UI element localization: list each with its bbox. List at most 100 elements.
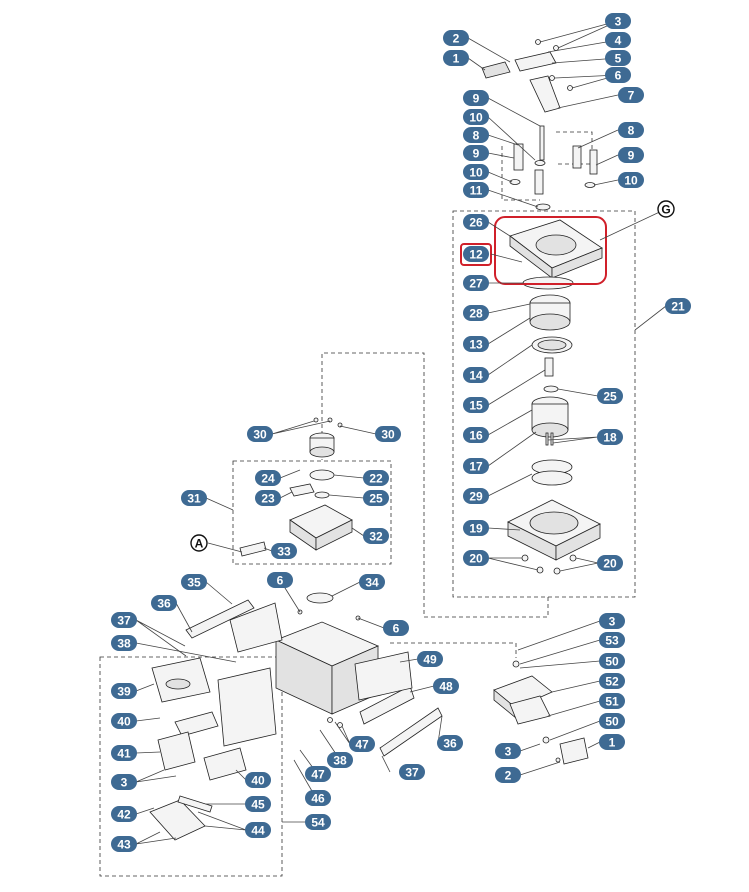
part-label: 53: [599, 632, 625, 648]
part-bearing-28-bottom: [529, 313, 571, 331]
svg-text:36: 36: [443, 737, 457, 751]
part-washer: [509, 179, 521, 185]
part-cover-39-hole: [165, 678, 191, 690]
part-label: 24: [255, 470, 281, 486]
svg-text:3: 3: [615, 15, 622, 29]
svg-text:50: 50: [605, 655, 619, 669]
svg-text:15: 15: [469, 399, 483, 413]
assembly-21-boundary: [452, 210, 636, 598]
svg-text:40: 40: [251, 774, 265, 788]
part-ring-25b: [314, 491, 330, 499]
svg-text:46: 46: [311, 792, 325, 806]
part-label: 50: [599, 653, 625, 669]
part-label: 46: [305, 790, 331, 806]
svg-text:3: 3: [121, 776, 128, 790]
part-label: 10: [463, 164, 489, 180]
part-label: 17: [463, 458, 489, 474]
highlight-label-12: [460, 243, 492, 266]
part-label: 36: [437, 735, 463, 751]
part-label: 28: [463, 305, 489, 321]
svg-text:44: 44: [251, 824, 265, 838]
svg-text:9: 9: [473, 147, 480, 161]
part-label: 41: [111, 745, 137, 761]
right-assembly-parts: [493, 660, 589, 765]
svg-text:7: 7: [628, 89, 635, 103]
svg-text:11: 11: [470, 184, 483, 198]
part-label: 35: [181, 574, 207, 590]
part-label: 44: [245, 822, 271, 838]
part-washer: [584, 182, 596, 188]
svg-text:45: 45: [251, 798, 265, 812]
svg-text:47: 47: [355, 738, 369, 752]
part-label: 11: [463, 182, 489, 198]
part-label: 20: [597, 555, 623, 571]
part-standoff: [534, 169, 544, 195]
part-label: 3: [599, 613, 625, 629]
svg-text:39: 39: [117, 685, 131, 699]
standoff-parts: [509, 125, 598, 211]
connector-9-group: [501, 146, 540, 201]
svg-text:37: 37: [117, 614, 131, 628]
svg-text:1: 1: [609, 736, 616, 750]
svg-text:5: 5: [615, 52, 622, 66]
part-switch-1: [559, 737, 589, 765]
part-label: 22: [363, 470, 389, 486]
part-washer-50: [542, 736, 550, 744]
part-label: 40: [111, 713, 137, 729]
svg-text:40: 40: [117, 715, 131, 729]
part-label: 38: [327, 752, 353, 768]
part-label: 23: [255, 490, 281, 506]
svg-text:47: 47: [311, 768, 325, 782]
svg-text:3: 3: [505, 745, 512, 759]
part-pin: [550, 432, 554, 446]
part-washer-53: [512, 660, 520, 668]
part-block-40b: [203, 747, 247, 781]
part-label: 25: [597, 388, 623, 404]
svg-text:20: 20: [603, 557, 617, 571]
svg-text:9: 9: [473, 92, 480, 106]
part-label: 36: [151, 595, 177, 611]
part-bracket-plate: [514, 51, 557, 72]
part-label: 49: [417, 651, 443, 667]
svg-text:29: 29: [469, 490, 483, 504]
part-label: 27: [463, 275, 489, 291]
top-bracket-parts: [481, 39, 573, 113]
svg-text:10: 10: [469, 111, 483, 125]
part-nut: [521, 554, 529, 562]
svg-text:54: 54: [311, 816, 325, 830]
svg-text:49: 49: [423, 653, 437, 667]
svg-text:33: 33: [277, 545, 291, 559]
assembly-31-parts: [239, 417, 353, 557]
svg-text:24: 24: [261, 472, 275, 486]
callout-g: G: [657, 200, 675, 218]
part-block-41: [157, 731, 196, 771]
svg-text:42: 42: [117, 808, 131, 822]
svg-text:21: 21: [671, 300, 685, 314]
svg-text:52: 52: [605, 675, 619, 689]
part-label: 16: [463, 427, 489, 443]
part-label: 20: [463, 550, 489, 566]
svg-text:25: 25: [369, 492, 383, 506]
part-bar-36: [379, 707, 443, 757]
svg-text:19: 19: [469, 522, 483, 536]
part-label: 37: [111, 612, 137, 628]
svg-text:13: 13: [469, 338, 483, 352]
part-label: 51: [599, 693, 625, 709]
part-bearing-22: [309, 469, 335, 481]
svg-text:25: 25: [603, 390, 617, 404]
part-label: 42: [111, 806, 137, 822]
svg-text:10: 10: [469, 166, 483, 180]
svg-text:18: 18: [603, 431, 617, 445]
svg-text:48: 48: [439, 680, 453, 694]
part-washer: [535, 203, 551, 211]
part-label: 6: [605, 67, 631, 83]
svg-text:22: 22: [369, 472, 383, 486]
part-label: 14: [463, 367, 489, 383]
part-label: 26: [463, 214, 489, 230]
svg-text:38: 38: [117, 637, 131, 651]
part-label: 25: [363, 490, 389, 506]
part-clip-23: [289, 483, 315, 497]
part-label: 21: [665, 298, 691, 314]
svg-text:8: 8: [473, 129, 480, 143]
part-screw: [553, 45, 559, 51]
